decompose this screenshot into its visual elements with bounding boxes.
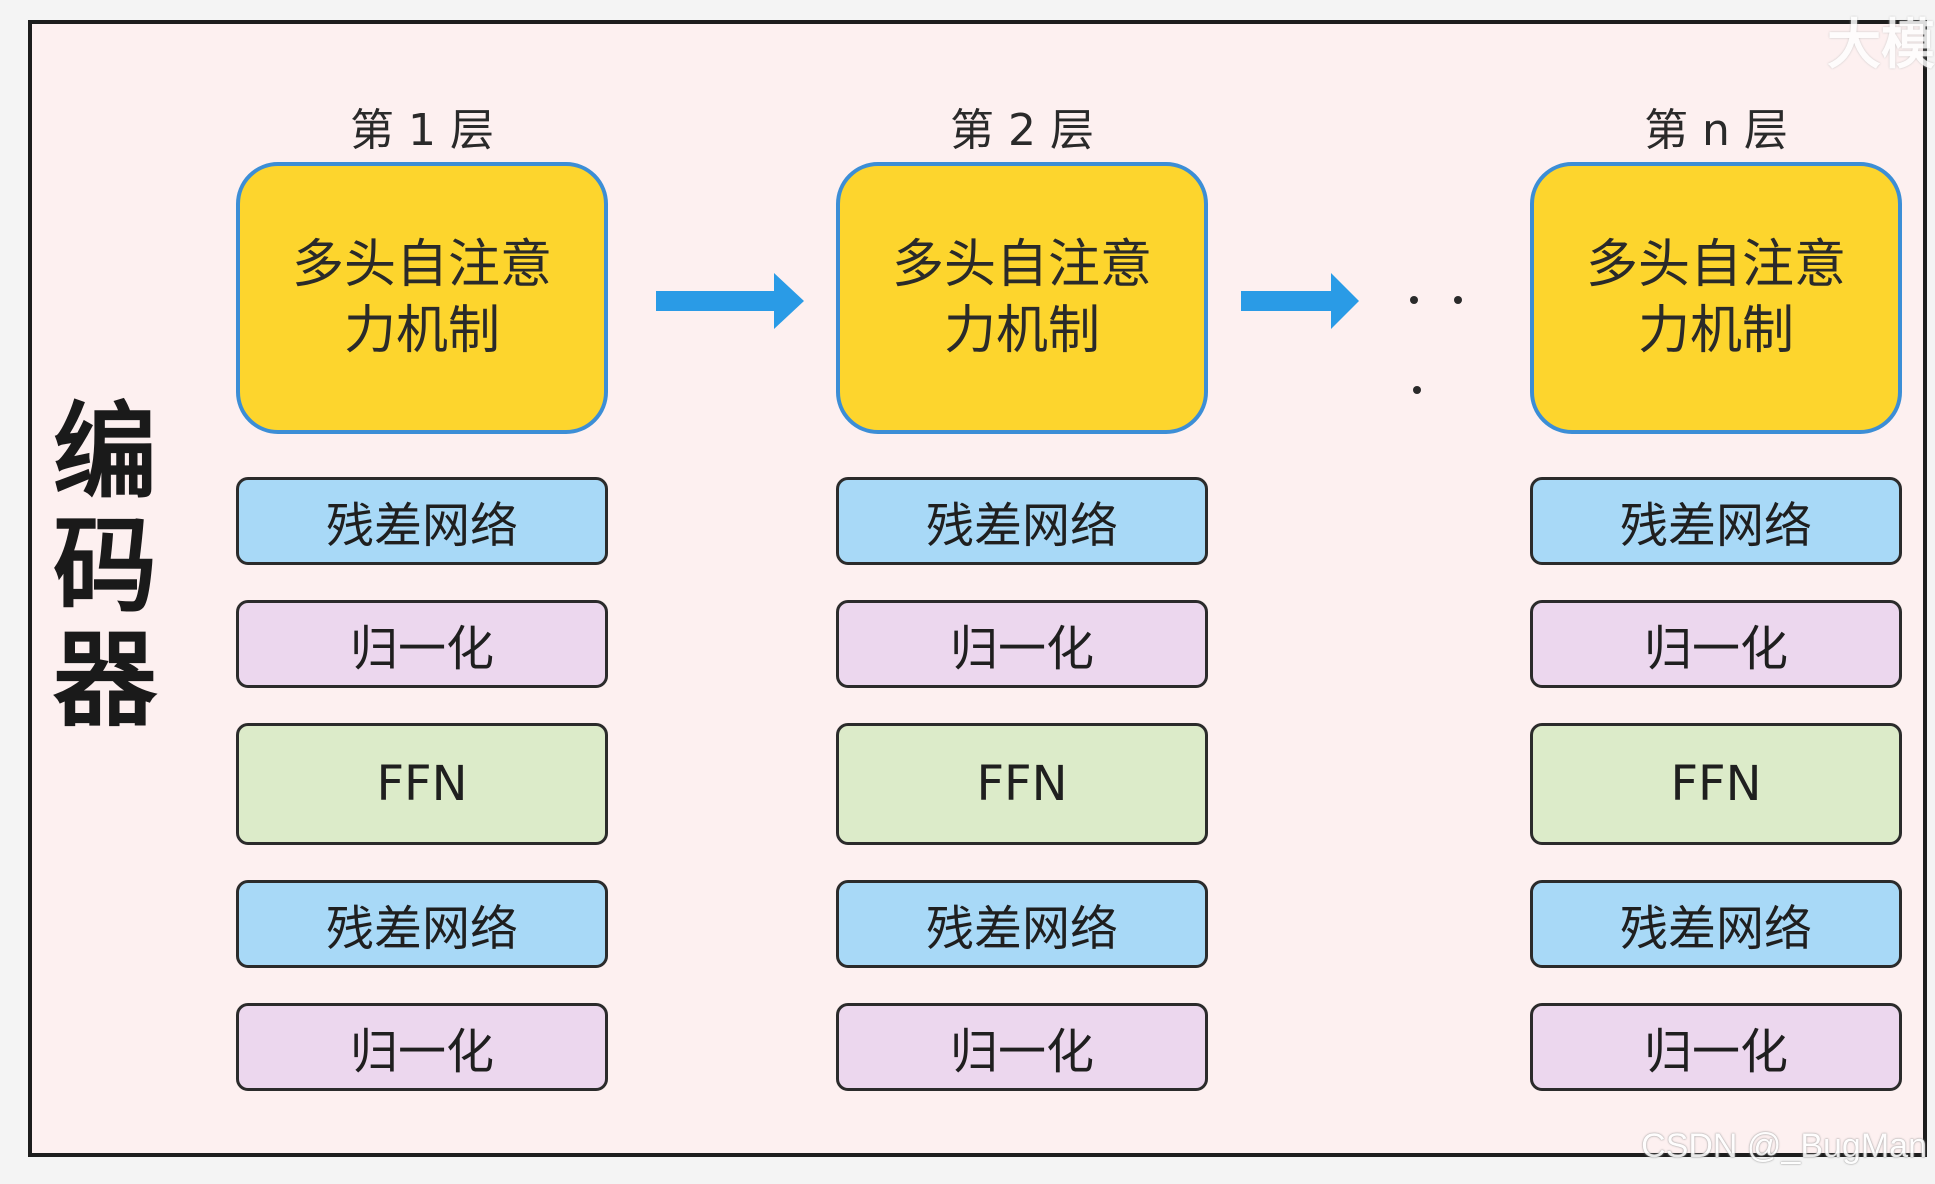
encoder-char-2: 码 — [52, 505, 157, 627]
layer-1-ffn-block: FFN — [236, 723, 608, 845]
layer-2-norm-block-2: 归一化 — [836, 1003, 1208, 1091]
attention-line-1: 多头自注意 — [1585, 235, 1846, 295]
layer-n-norm-block-1: 归一化 — [1530, 600, 1902, 688]
arrow-right-icon-1 — [656, 273, 804, 329]
arrow-right-icon-2 — [1241, 273, 1359, 329]
layer-1-residual-block-1: 残差网络 — [236, 477, 608, 565]
attention-line-1: 多头自注意 — [291, 235, 552, 295]
layer-1-attention-block: 多头自注意 力机制 — [236, 162, 608, 434]
watermark-csdn: CSDN @_BugMan — [1641, 1127, 1927, 1165]
layer-2: 第 2 层 多头自注意 力机制 残差网络 归一化 FFN 残差网络 归一化 — [836, 0, 1208, 1184]
encoder-char-1: 编 — [52, 391, 157, 513]
attention-line-2: 力机制 — [1637, 301, 1794, 361]
layer-1: 第 1 层 多头自注意 力机制 残差网络 归一化 FFN 残差网络 归一化 — [236, 0, 608, 1184]
layer-n: 第 n 层 多头自注意 力机制 残差网络 归一化 FFN 残差网络 归一化 — [1530, 0, 1902, 1184]
layer-n-ffn-block: FFN — [1530, 723, 1902, 845]
layer-1-norm-block-2: 归一化 — [236, 1003, 608, 1091]
layer-1-residual-block-2: 残差网络 — [236, 880, 608, 968]
ellipsis-dot-2 — [1454, 296, 1462, 304]
layer-2-attention-block: 多头自注意 力机制 — [836, 162, 1208, 434]
layer-n-residual-block-2: 残差网络 — [1530, 880, 1902, 968]
layer-2-residual-block-1: 残差网络 — [836, 477, 1208, 565]
layer-1-norm-block-1: 归一化 — [236, 600, 608, 688]
layer-n-attention-block: 多头自注意 力机制 — [1530, 162, 1902, 434]
watermark-top: 大模 — [1827, 13, 1935, 76]
attention-line-1: 多头自注意 — [891, 235, 1152, 295]
encoder-char-3: 器 — [52, 619, 157, 741]
layer-2-title: 第 2 层 — [950, 105, 1094, 156]
layer-n-title: 第 n 层 — [1644, 105, 1788, 156]
layer-2-ffn-block: FFN — [836, 723, 1208, 845]
attention-line-2: 力机制 — [943, 301, 1100, 361]
encoder-label: 编 码 器 — [45, 395, 165, 737]
layer-n-residual-block-1: 残差网络 — [1530, 477, 1902, 565]
attention-line-2: 力机制 — [343, 301, 500, 361]
layer-1-title: 第 1 层 — [350, 105, 494, 156]
layer-n-norm-block-2: 归一化 — [1530, 1003, 1902, 1091]
ellipsis-dot-1 — [1410, 296, 1418, 304]
layer-2-norm-block-1: 归一化 — [836, 600, 1208, 688]
layer-2-residual-block-2: 残差网络 — [836, 880, 1208, 968]
ellipsis-dot-3 — [1413, 386, 1421, 394]
